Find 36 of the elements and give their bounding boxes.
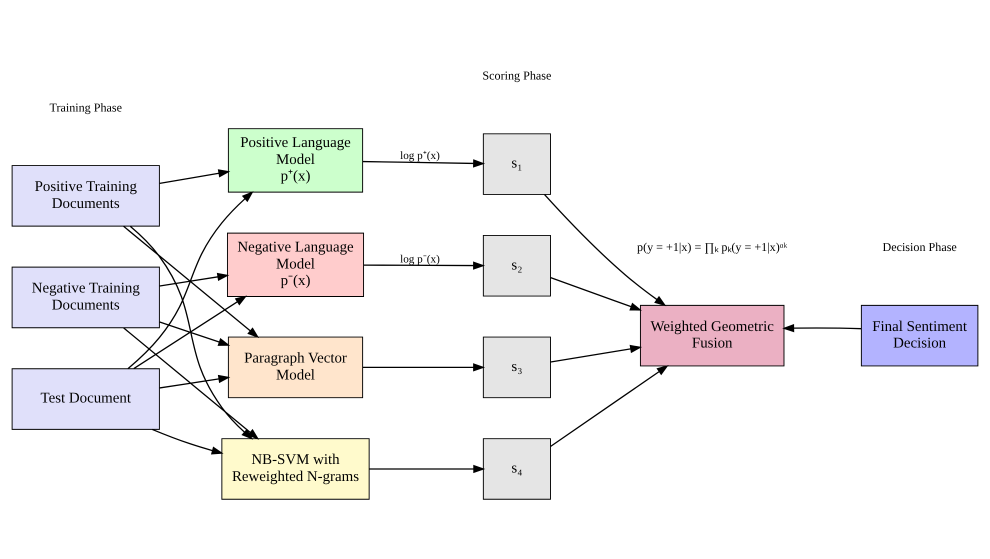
- arrow: [364, 261, 486, 270]
- node-box: s₄: [482, 438, 551, 500]
- arrow: [152, 428, 224, 455]
- node-box: Paragraph Vector Model: [228, 336, 364, 398]
- label: Training Phase: [49, 100, 122, 114]
- node-box: Weighted Geometric Fusion: [640, 304, 784, 366]
- arrow: [362, 363, 486, 372]
- node-box: s₁: [482, 133, 551, 195]
- arrow: [550, 277, 642, 311]
- arrow: [134, 295, 248, 370]
- edge-label: log p⁻(x): [400, 254, 440, 266]
- node-box: Negative Language Model p⁻(x): [227, 232, 364, 297]
- node-box: Positive Language Model p⁺(x): [228, 128, 364, 193]
- edge-label: log p⁺(x): [400, 150, 440, 162]
- arrow: [160, 374, 230, 389]
- label: Scoring Phase: [482, 68, 552, 83]
- arrow: [160, 272, 230, 287]
- node-box: Final Sentiment Decision: [860, 304, 978, 366]
- arrow: [160, 169, 230, 184]
- arrow: [362, 159, 486, 168]
- node-box: Positive Training Documents: [12, 165, 160, 227]
- arrow: [550, 344, 642, 363]
- arrow: [123, 226, 260, 338]
- node-box: s₃: [482, 336, 551, 398]
- arrow: [159, 321, 230, 346]
- node-box: Negative Training Documents: [12, 266, 160, 328]
- arrow: [782, 324, 862, 332]
- label: p(y = +1|x) = ∏ₖ pₖ(y = +1|x)ᵅᵏ: [637, 240, 788, 254]
- arrow: [128, 191, 254, 370]
- label: Decision Phase: [882, 240, 957, 254]
- node-box: NB-SVM with Reweighted N-grams: [221, 438, 370, 500]
- arrow: [369, 464, 486, 474]
- arrow: [544, 194, 666, 306]
- node-box: Test Document: [12, 368, 160, 430]
- node-box: s₂: [482, 235, 551, 296]
- arrow: [550, 365, 669, 447]
